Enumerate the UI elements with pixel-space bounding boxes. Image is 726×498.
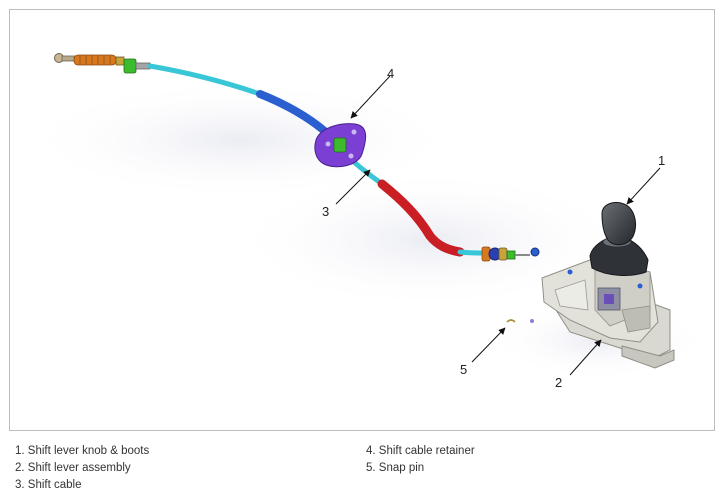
leader-5 <box>471 327 506 363</box>
callout-2: 2 <box>555 375 562 390</box>
leader-3 <box>335 169 371 205</box>
leader-1 <box>626 167 661 205</box>
parts-legend: 1. Shift lever knob & boots 2. Shift lev… <box>15 443 715 495</box>
legend-item-3: 3. Shift cable <box>15 479 82 491</box>
snap-pin <box>506 319 534 323</box>
legend-item-2: 2. Shift lever assembly <box>15 462 131 474</box>
shift-cable-diagram: 1 2 3 4 5 <box>20 53 710 390</box>
leader-4 <box>350 75 391 119</box>
cable-end-fitting-right <box>481 246 540 262</box>
callout-leaders <box>335 75 661 376</box>
shift-lever-assembly <box>541 257 675 369</box>
legend-item-1: 1. Shift lever knob & boots <box>15 445 150 457</box>
shift-cable <box>54 53 540 262</box>
shift-lever-knob-boots <box>589 201 649 276</box>
callout-5: 5 <box>460 362 467 377</box>
leader-2 <box>569 339 602 376</box>
callout-1: 1 <box>658 153 665 168</box>
callout-3: 3 <box>322 204 329 219</box>
legend-column-right: 4. Shift cable retainer 5. Snap pin <box>366 443 475 477</box>
callout-4: 4 <box>387 66 394 81</box>
legend-item-5: 5. Snap pin <box>366 462 425 474</box>
shift-cable-retainer <box>314 123 367 168</box>
diagram-frame: 1 2 3 4 5 <box>9 9 715 431</box>
cable-end-fitting-left <box>54 53 151 74</box>
legend-column-left: 1. Shift lever knob & boots 2. Shift lev… <box>15 443 149 494</box>
legend-item-4: 4. Shift cable retainer <box>366 445 475 457</box>
spring-boot <box>73 54 117 66</box>
